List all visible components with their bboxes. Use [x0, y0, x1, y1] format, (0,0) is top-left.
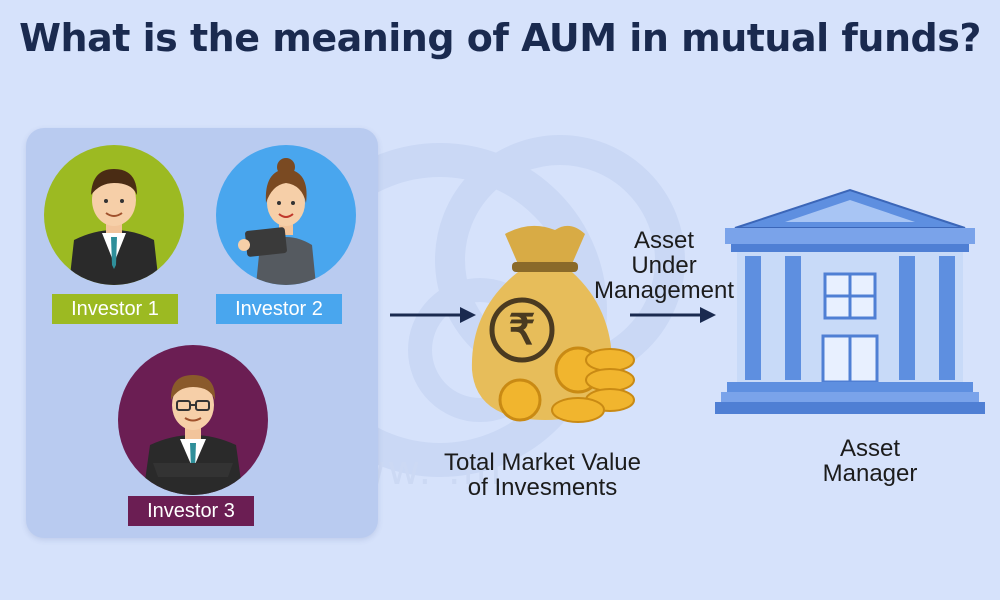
money-bag-icon	[471, 225, 635, 423]
money-caption: Total Market Value of Invesments	[420, 450, 665, 500]
money-caption-line1: Total Market Value	[444, 449, 641, 476]
manager-caption-line2: Manager	[822, 460, 918, 487]
aum-label-line3: Management	[593, 277, 735, 304]
aum-label-line2: Under	[631, 252, 697, 279]
manager-caption-line1: Asset	[839, 435, 901, 462]
rupee-symbol: ₹	[508, 306, 536, 353]
bank-building-icon	[715, 188, 985, 414]
investor-3-label: Investor 3	[128, 496, 254, 526]
aum-label-line1: Asset	[633, 227, 695, 254]
businessman-glasses-icon	[143, 375, 243, 495]
manager-caption: Asset Manager	[790, 436, 950, 486]
aum-label: Asset Under Management	[584, 228, 744, 303]
businesswoman-icon	[238, 158, 316, 285]
investor-1-avatar	[44, 145, 184, 285]
businessman-icon	[69, 169, 159, 285]
money-caption-line2: of Invesments	[467, 474, 618, 501]
arrow-to-money-icon	[390, 307, 476, 323]
investor-1-label: Investor 1	[52, 294, 178, 324]
page-title: What is the meaning of AUM in mutual fun…	[19, 16, 981, 60]
investor-2-avatar	[216, 145, 356, 285]
investor-3-avatar	[118, 345, 268, 495]
arrow-to-manager-icon	[630, 307, 716, 323]
investor-2-label: Investor 2	[216, 294, 342, 324]
